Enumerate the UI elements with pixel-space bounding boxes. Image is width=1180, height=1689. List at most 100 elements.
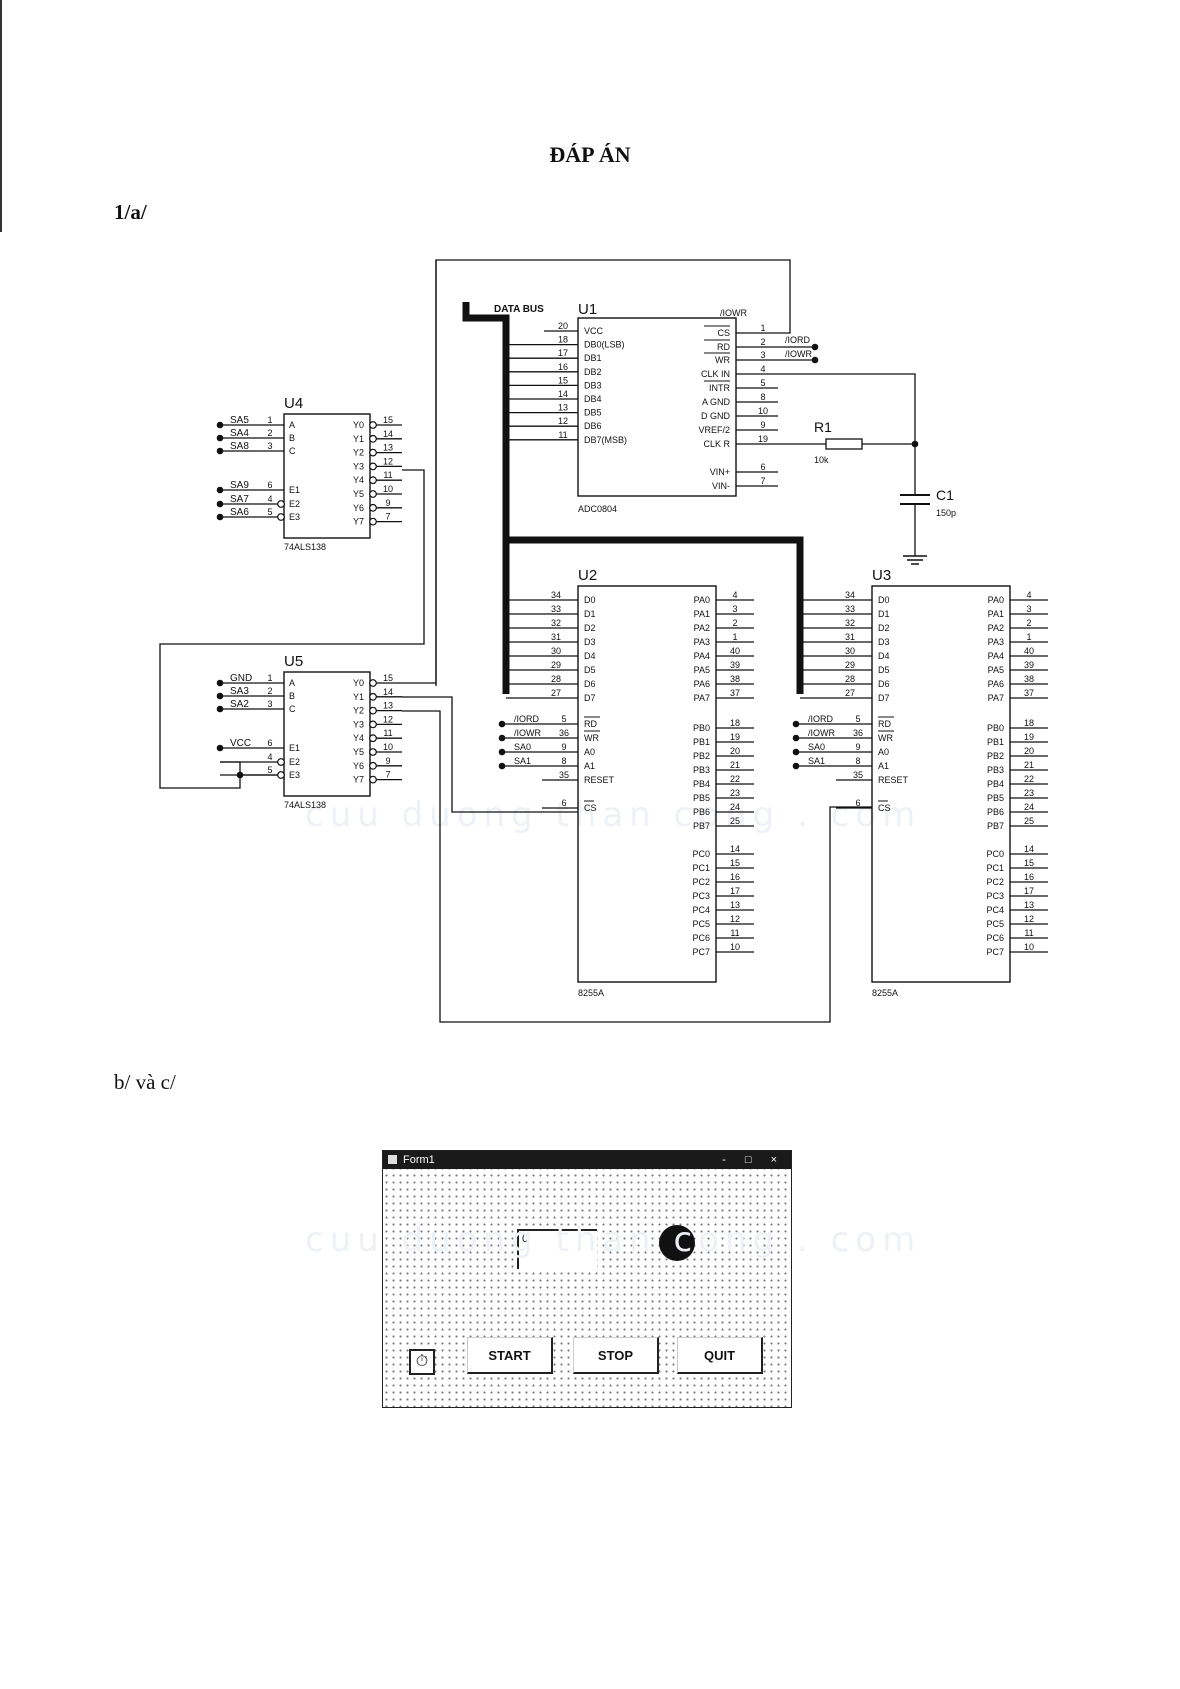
u1-pin-name: VCC	[584, 326, 604, 336]
u2-pin-name: PA3	[694, 637, 710, 647]
u1-pin-name: RD	[717, 342, 730, 352]
u3-pin-num: 4	[1026, 590, 1031, 600]
quit-button[interactable]: QUIT	[677, 1337, 763, 1374]
u5-pin-num: 9	[385, 756, 390, 766]
u2-pin-num: 34	[551, 590, 561, 600]
u5-pin-name: Y5	[353, 747, 364, 757]
u2-pin-name: D0	[584, 595, 596, 605]
u3-pin-num: 14	[1024, 844, 1034, 854]
u2-pin-num: 33	[551, 604, 561, 614]
u4-pin-num: 4	[267, 494, 272, 504]
u2-pin-name: D3	[584, 637, 596, 647]
u3-pin-name: PC7	[986, 947, 1004, 957]
u2-pin-num: 24	[730, 802, 740, 812]
u1-pin-name: DB7(MSB)	[584, 435, 627, 445]
u2-signal: /IORD	[514, 714, 540, 724]
u3-pin-name: PB0	[987, 723, 1004, 733]
u3-pin-num: 28	[845, 674, 855, 684]
u1-pin-name: DB5	[584, 408, 602, 418]
u3-signal: /IORD	[808, 714, 834, 724]
u2-pin-name: PA7	[694, 693, 710, 703]
inversion-bubble	[369, 517, 377, 526]
u2-pin-name: PA2	[694, 623, 710, 633]
data-bus-line	[462, 302, 510, 694]
u1-pin-name: D GND	[701, 411, 731, 421]
u2-pin-num: 8	[561, 756, 566, 766]
u1-pin-num: 10	[758, 406, 768, 416]
u3-pin-name: D0	[878, 595, 890, 605]
u4-signal: SA8	[230, 441, 249, 452]
u1-pin-num: 1	[760, 323, 765, 333]
u4-pin-name: Y0	[353, 420, 364, 430]
u4-pin-name: Y3	[353, 461, 364, 471]
u3-ref: U3	[872, 567, 891, 584]
u2-pin-name: PA0	[694, 595, 710, 605]
u4-pin-num: 5	[267, 507, 272, 517]
u2-pin-name: D4	[584, 651, 596, 661]
u3-pin-num: 13	[1024, 900, 1034, 910]
watermark-form: cuu duong than cong . com	[305, 1220, 922, 1260]
u2-pin-name: PA4	[694, 651, 710, 661]
u3-pin-num: 12	[1024, 914, 1034, 924]
junction-dot	[216, 513, 224, 521]
u2-pin-name: D2	[584, 623, 596, 633]
u3-pin-name: RD	[878, 719, 891, 729]
u2-pin-name: D1	[584, 609, 596, 619]
u4-pin-name: E1	[289, 485, 300, 495]
u1-pin-name: WR	[715, 355, 730, 365]
u1-pin-num: 12	[558, 416, 568, 426]
u2-pin-name: PC6	[692, 933, 710, 943]
u3-pin-name: PB7	[987, 821, 1004, 831]
u1-pin-name: DB4	[584, 394, 602, 404]
u3-pin-num: 23	[1024, 788, 1034, 798]
u1-pin-num: 20	[558, 321, 568, 331]
u3-pin-name: PC4	[986, 905, 1004, 915]
u3-pin-num: 2	[1026, 618, 1031, 628]
u2-pin-name: PB1	[693, 737, 710, 747]
junction-dot	[498, 720, 506, 728]
inversion-bubble	[369, 748, 377, 756]
u1-pin-num: 5	[760, 378, 765, 388]
u5-y0-wire	[402, 260, 437, 684]
u2-pin-name: D7	[584, 693, 596, 703]
form-app-icon	[388, 1155, 397, 1164]
u3-pin-name: PC0	[986, 849, 1004, 859]
u4-pin-name: B	[289, 433, 295, 443]
u3-pin-name: PC1	[986, 863, 1004, 873]
u3-signal: /IOWR	[808, 728, 835, 738]
u2-pin-name: PA1	[694, 609, 710, 619]
u2-pin-name: PC7	[692, 947, 710, 957]
c1-value: 150p	[936, 508, 956, 518]
u4-pin-num: 15	[383, 415, 393, 425]
u2-pin-num: 16	[730, 872, 740, 882]
junction-dot	[216, 486, 224, 494]
junction-dot	[498, 748, 506, 756]
u3-pin-num: 36	[853, 728, 863, 738]
u2-pin-num: 19	[730, 732, 740, 742]
u5-e-tie	[220, 761, 278, 776]
u2-pin-num: 31	[551, 632, 561, 642]
u2-pin-num: 13	[730, 900, 740, 910]
inversion-bubble	[369, 679, 377, 687]
u3-pin-num: 39	[1024, 660, 1034, 670]
u2-pin-num: 14	[730, 844, 740, 854]
u2-pin-num: 22	[730, 774, 740, 784]
u1-pin-name: A GND	[702, 397, 731, 407]
u2-pin-name: PB4	[693, 779, 710, 789]
u3-pin-name: PC3	[986, 891, 1004, 901]
u2-pin-num: 40	[730, 646, 740, 656]
window-controls[interactable]: - □ ×	[722, 1154, 785, 1166]
u2-pin-name: RD	[584, 719, 597, 729]
value-textbox[interactable]: 0	[517, 1229, 597, 1269]
u1-pin-num: 16	[558, 362, 568, 372]
u3-pin-name: A0	[878, 747, 889, 757]
u3-pin-name: D4	[878, 651, 890, 661]
u2-pin-num: 4	[732, 590, 737, 600]
u3-pin-name: PA0	[988, 595, 1004, 605]
stop-button[interactable]: STOP	[573, 1337, 659, 1374]
junction-dot	[216, 679, 224, 687]
start-button[interactable]: START	[467, 1337, 553, 1374]
u4-pin-name: Y6	[353, 503, 364, 513]
u5-pin-name: B	[289, 691, 295, 701]
u3-pin-num: 38	[1024, 674, 1034, 684]
